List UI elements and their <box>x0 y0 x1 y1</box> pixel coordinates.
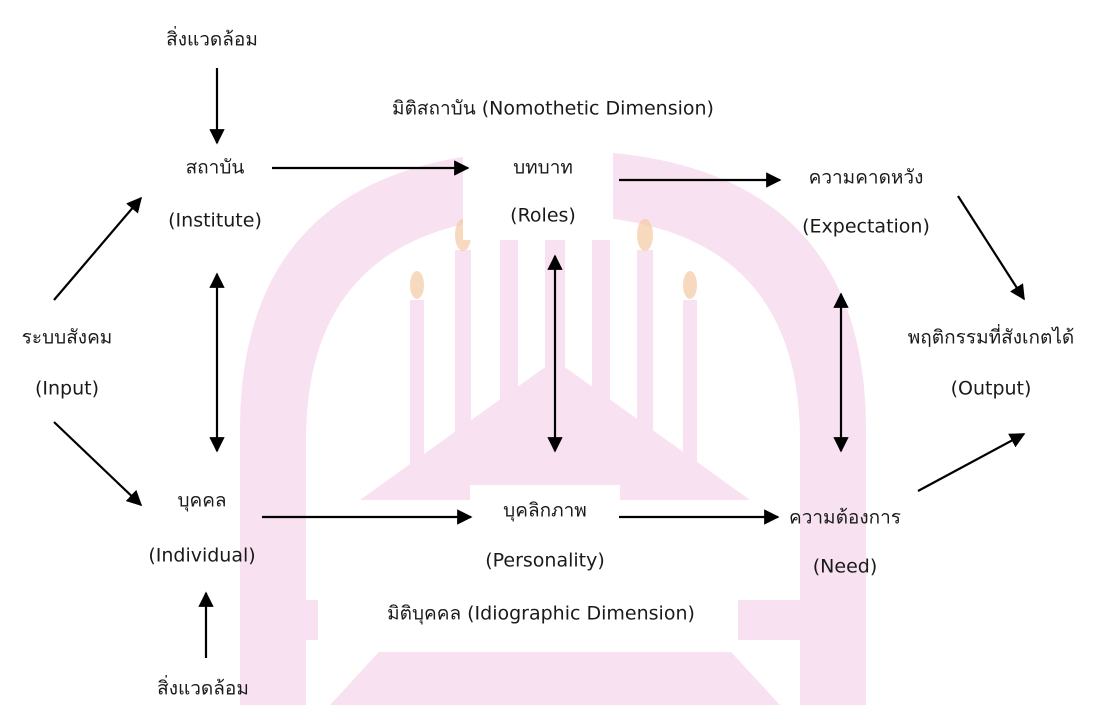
output-thai-label: พฤติกรรมที่สังเกตได้ <box>907 326 1075 349</box>
social-system-en-label: (Input) <box>34 377 100 400</box>
idiographic-label-box <box>318 582 738 652</box>
social-system-thai-label: ระบบสังคม <box>21 326 113 349</box>
individual-thai-label: บุคคล <box>177 489 227 512</box>
need-thai-label: ความต้องการ <box>789 506 901 529</box>
input-to-institute-arrow <box>53 196 142 301</box>
environment-bottom-label: สิ่งแวดล้อม <box>157 677 249 700</box>
personality-en-label: (Personality) <box>485 549 605 572</box>
personality-label-box <box>470 485 620 585</box>
roles-thai-label: บทบาท <box>513 156 573 179</box>
expectation-en-label: (Expectation) <box>802 215 930 238</box>
need-en-label: (Need) <box>812 555 878 578</box>
idiographic-dimension-label: มิติบุคคล (Idiographic Dimension) <box>387 602 695 625</box>
input-to-individual-arrow <box>53 421 143 507</box>
institute-en-label: (Institute) <box>168 209 262 232</box>
need-to-output-arrow <box>917 433 1026 492</box>
output-en-label: (Output) <box>950 377 1032 400</box>
environment-top-label: สิ่งแวดล้อม <box>166 28 258 51</box>
expectation-thai-label: ความคาดหวัง <box>808 166 924 189</box>
institute-thai-label: สถาบัน <box>185 156 245 179</box>
expectation-to-output-arrow <box>957 195 1025 301</box>
roles-label-box <box>463 150 613 240</box>
personality-thai-label: บุคลิกภาพ <box>503 499 587 522</box>
individual-en-label: (Individual) <box>148 544 256 567</box>
roles-en-label: (Roles) <box>510 204 576 227</box>
nomothetic-dimension-label: มิติสถาบัน (Nomothetic Dimension) <box>392 97 714 120</box>
